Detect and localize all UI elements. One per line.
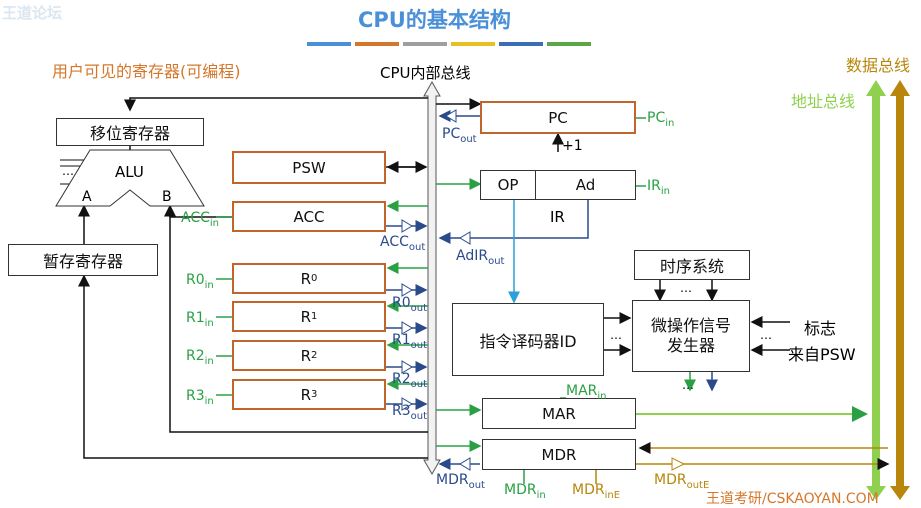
r1-out-signal: R1out <box>392 332 428 351</box>
address-bus-arrow <box>866 80 886 500</box>
mdr-in-e-signal: MDRinE <box>572 482 621 501</box>
mar-register: MAR <box>482 398 636 429</box>
ir-ad-field: Ad <box>535 170 636 200</box>
pc-out-signal: PCout <box>442 126 477 145</box>
timing-system: 时序系统 <box>634 250 750 280</box>
address-bus-label: 地址总线 <box>791 92 856 111</box>
pc-in-signal: PCin <box>647 110 675 129</box>
page-title: CPU的基本结构 <box>358 8 511 32</box>
color-stripe-2 <box>355 42 399 46</box>
instruction-decoder: 指令译码器ID <box>452 303 604 376</box>
decoder-dots: … <box>610 328 622 342</box>
acc-register: ACC <box>232 201 386 232</box>
forum-watermark: 王道论坛 <box>2 4 63 22</box>
site-watermark: 王道考研/CSKAOYAN.COM <box>706 491 879 507</box>
r3-in-signal: R3in <box>186 388 214 407</box>
data-bus-arrow <box>890 80 910 500</box>
mar-in-signal: MARin <box>566 383 607 402</box>
acc-out-signal: ACCout <box>380 234 426 253</box>
shift-register: 移位寄存器 <box>56 118 204 146</box>
r1-in-signal: R1in <box>186 310 214 329</box>
ir-op-field: OP <box>480 170 536 200</box>
mdr-register: MDR <box>482 439 636 470</box>
alu-dots: … <box>62 164 74 178</box>
color-stripe-4 <box>451 42 495 46</box>
color-stripe-6 <box>547 42 591 46</box>
acc-in-signal: ACCin <box>181 210 220 229</box>
data-bus-label: 数据总线 <box>846 56 911 75</box>
alu-input-a: A <box>82 189 92 205</box>
alu-input-b: B <box>162 189 172 205</box>
psw-register: PSW <box>232 151 386 184</box>
flag-label: 标志 <box>804 319 837 338</box>
micro-output-dots: … <box>682 378 694 392</box>
r2-in-signal: R2in <box>186 348 214 367</box>
r0-out-signal: R0out <box>392 295 428 314</box>
r3-out-signal: R3out <box>392 403 428 422</box>
micro-op-generator: 微操作信号 发生器 <box>632 300 750 372</box>
pc-increment: +1 <box>562 138 583 154</box>
ir-in-signal: IRin <box>647 178 670 197</box>
alu-shape <box>55 149 205 207</box>
from-psw-label: 来自PSW <box>788 345 856 364</box>
r0-in-signal: R0in <box>186 272 214 291</box>
mdr-out-e-signal: MDRoutE <box>654 472 710 491</box>
ir-label: IR <box>550 208 565 226</box>
alu-label: ALU <box>115 163 144 181</box>
temp-register: 暂存寄存器 <box>8 244 158 276</box>
adir-out-signal: AdIRout <box>456 248 505 267</box>
user-visible-registers-caption: 用户可见的寄存器(可编程) <box>52 62 241 81</box>
pc-register: PC <box>480 101 636 134</box>
color-stripe-5 <box>499 42 543 46</box>
color-stripe-1 <box>307 42 351 46</box>
flag-dots: … <box>760 328 772 342</box>
title-color-bar <box>307 42 591 46</box>
mdr-out-signal: MDRout <box>436 472 485 491</box>
internal-bus-label: CPU内部总线 <box>380 64 471 82</box>
internal-bus-arrow <box>423 80 441 476</box>
r2-out-signal: R2out <box>392 371 428 390</box>
color-stripe-3 <box>403 42 447 46</box>
timing-dots: … <box>680 281 692 295</box>
mdr-in-signal: MDRin <box>504 482 546 501</box>
